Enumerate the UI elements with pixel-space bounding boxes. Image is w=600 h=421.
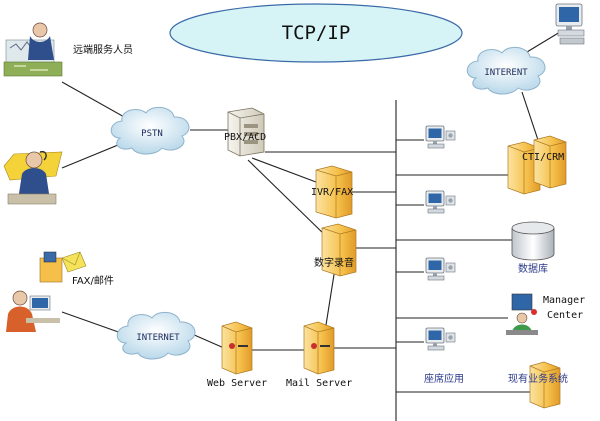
internet-label: INTERNET: [136, 333, 180, 343]
pstn-label: PSTN: [141, 129, 163, 139]
pbx-acd-device: [227, 107, 265, 157]
seat-pc-1: [425, 125, 456, 149]
link-pbx-ivr: [251, 157, 317, 183]
remote-staff-illustration: [3, 22, 63, 77]
internet-cloud: INTERNET: [116, 311, 196, 360]
link-interent-cti: [521, 91, 539, 141]
cti-crm-servers: [507, 135, 567, 195]
interent-label: INTERENT: [484, 68, 528, 78]
mail-server: [303, 321, 335, 375]
remote-staff-label: 远端服务人员: [73, 43, 133, 56]
manager-center-illustration: [506, 293, 538, 335]
link-pbx-recording: [247, 159, 329, 239]
tcpip-ellipse: TCP/IP: [169, 3, 463, 63]
database-label: 数据库: [518, 262, 548, 275]
mail-server-label: Mail Server: [286, 378, 352, 389]
link-internet-web: [191, 333, 225, 349]
ivr-label: IVR/FAX: [311, 187, 353, 198]
fax-mail-illustration: [6, 251, 87, 332]
seat-app-label: 座席应用: [424, 372, 464, 385]
diagram-title: TCP/IP: [282, 22, 351, 44]
link-toppc-interent: [521, 31, 561, 56]
pbx-label: PBX/ACD: [224, 132, 266, 143]
fax-mail-label: FAX/邮件: [72, 274, 114, 287]
web-server-label: Web Server: [207, 378, 267, 389]
ivr-fax-server: [315, 165, 353, 219]
seat-pc-4: [425, 327, 456, 351]
existing-system-label: 现有业务系统: [508, 372, 568, 385]
recording-server: [321, 223, 357, 277]
seat-pc-2: [425, 190, 456, 214]
manager-center-label: Center: [547, 310, 583, 321]
cti-label: CTI/CRM: [522, 152, 564, 163]
web-server: [221, 321, 253, 375]
seat-pc-3: [425, 257, 456, 281]
phone-person-illustration: [3, 150, 63, 205]
top-pc-illustration: [555, 3, 585, 45]
pstn-cloud: PSTN: [110, 106, 190, 155]
existing-system-server: [529, 361, 561, 409]
recording-label: 数字录音: [314, 256, 354, 269]
link-fax-internet: [61, 311, 125, 335]
database-cylinder: [511, 221, 555, 261]
manager-label: Manager: [543, 295, 585, 306]
interent-cloud: INTERENT: [466, 46, 546, 95]
